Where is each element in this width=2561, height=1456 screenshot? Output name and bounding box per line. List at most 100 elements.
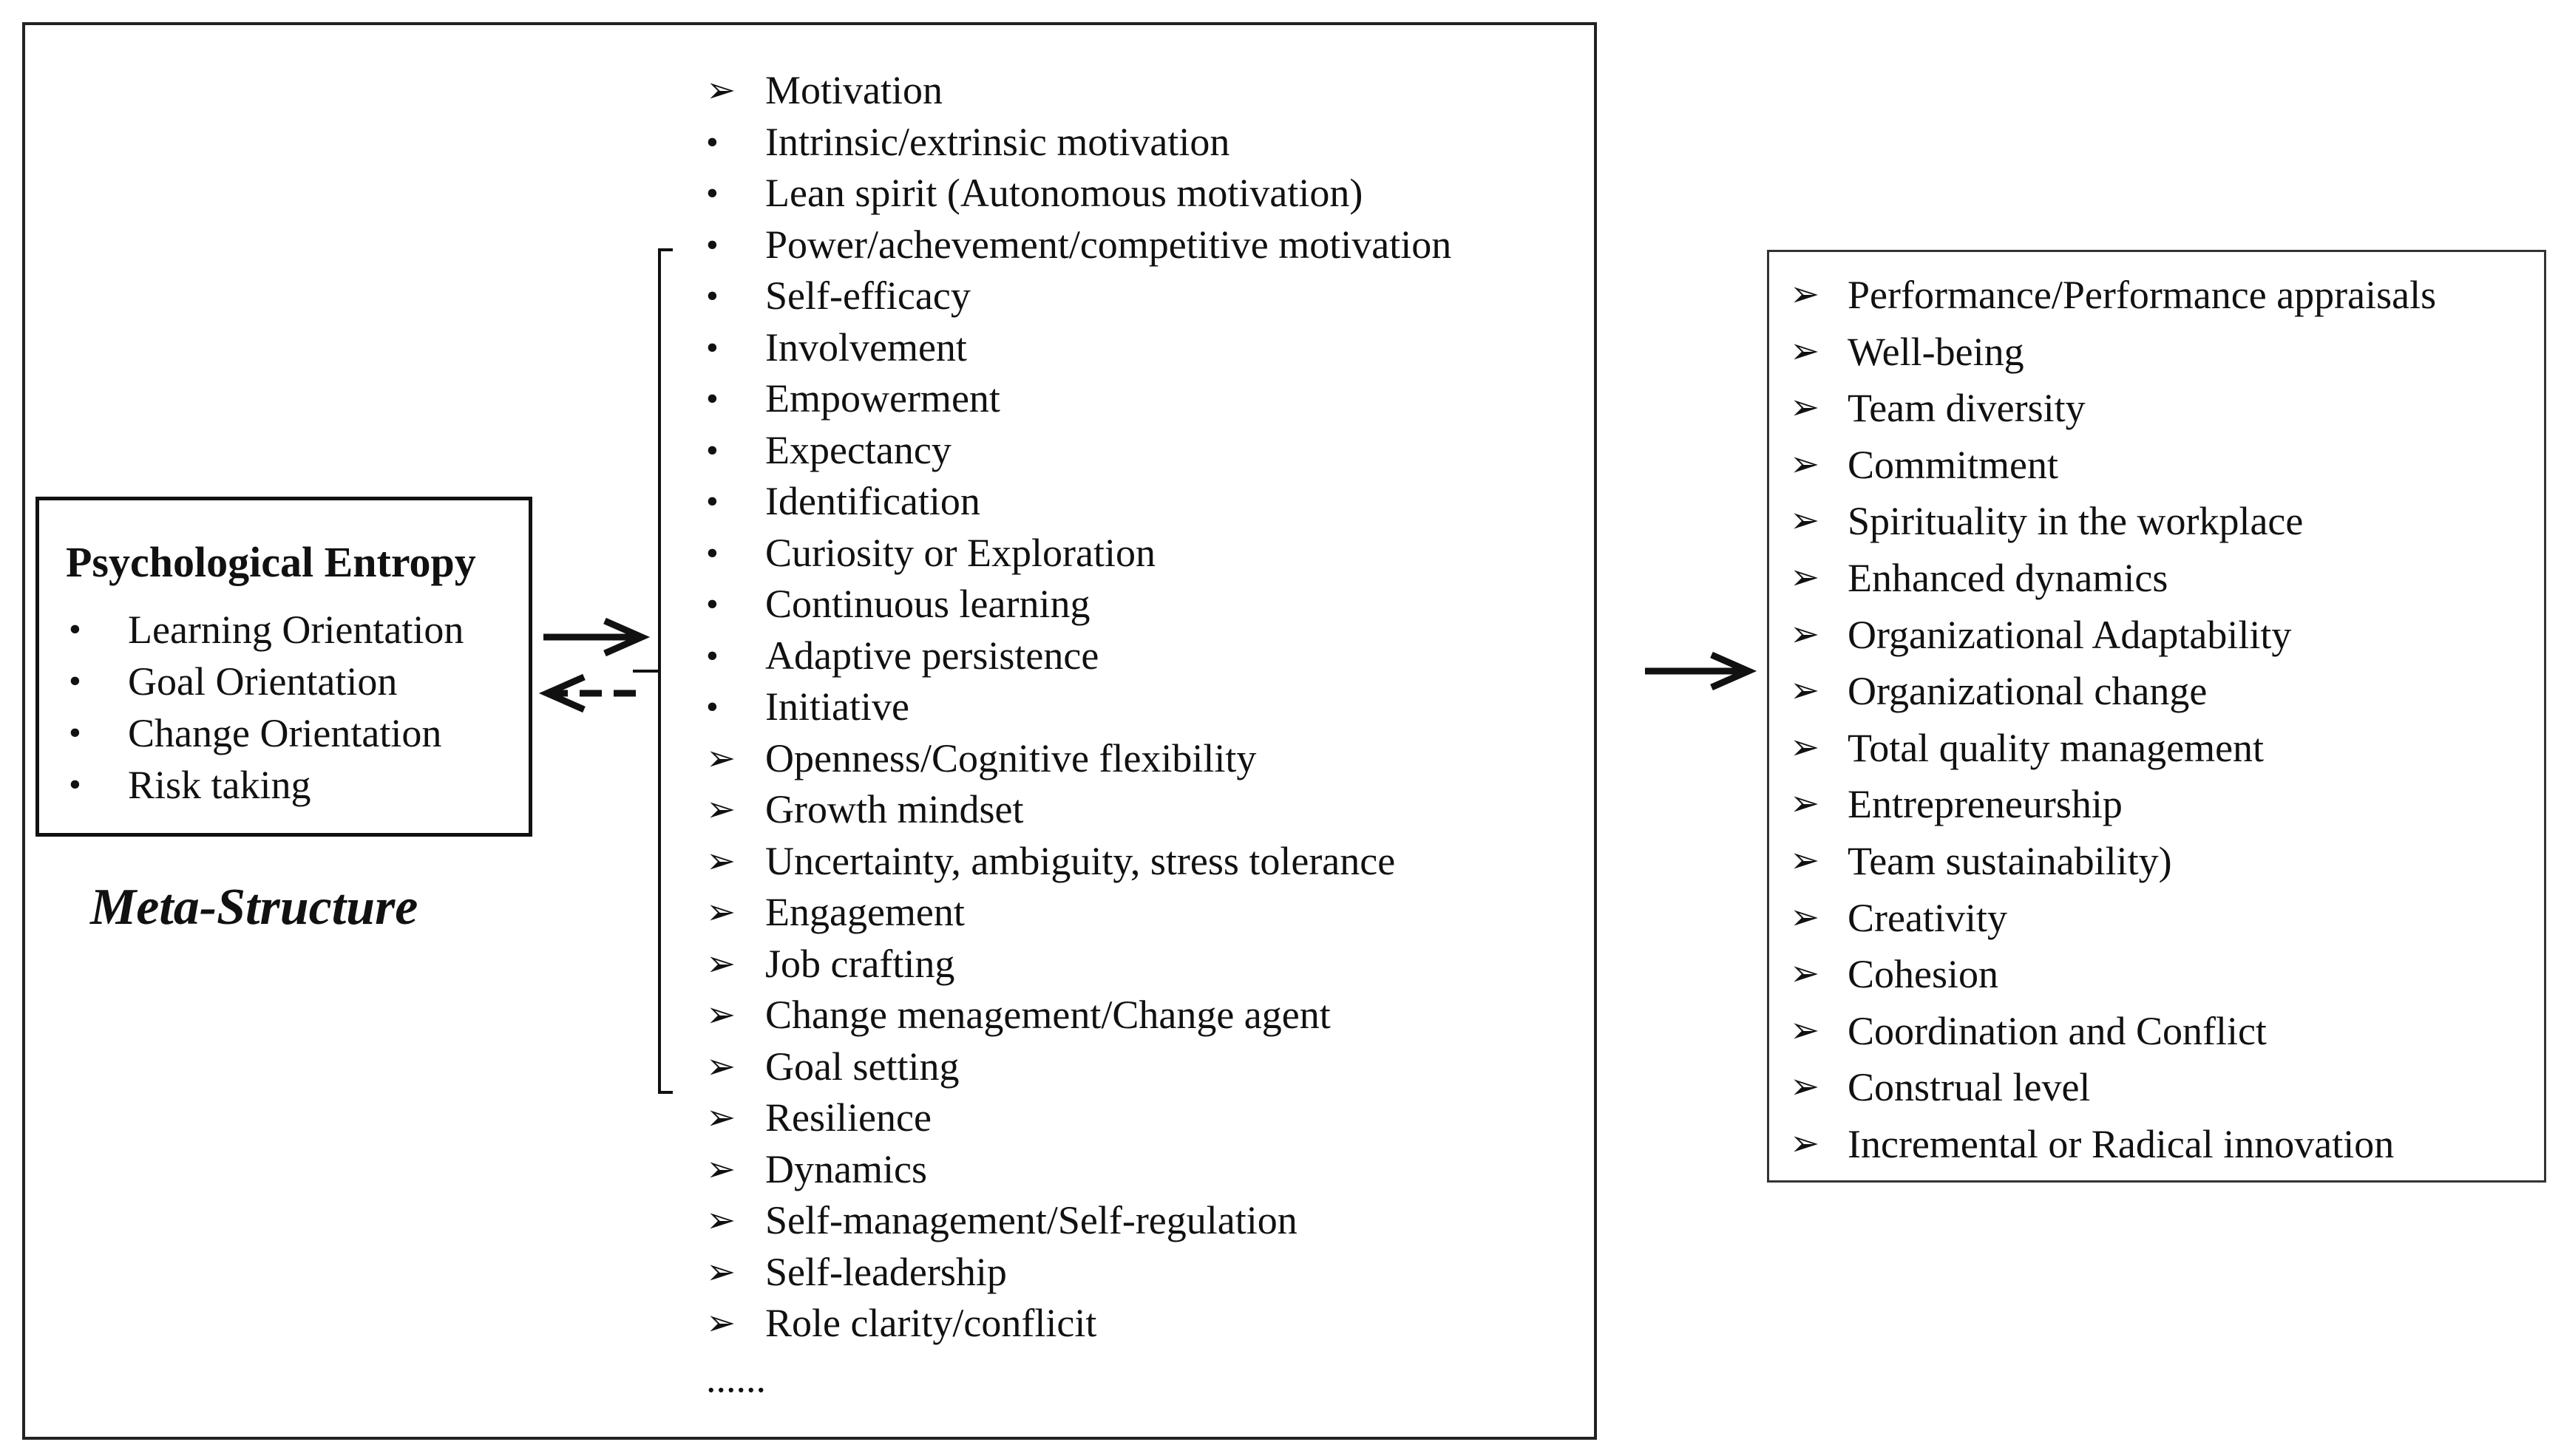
list-item: ➢Uncertainty, ambiguity, stress toleranc… xyxy=(706,836,1451,888)
arrow-bullet-icon: ➢ xyxy=(706,1047,736,1086)
arrow-bullet-icon: ➢ xyxy=(1790,897,1820,937)
list-item: ➢Cohesion xyxy=(1790,946,2436,1003)
list-item: •Expectancy xyxy=(706,425,1451,477)
arrow-bullet-icon: ➢ xyxy=(1790,331,1820,371)
psychological-entropy-title: Psychological Entropy xyxy=(66,538,476,586)
arrow-bullet-icon: ➢ xyxy=(1790,954,1820,994)
arrow-bullet-icon: ➢ xyxy=(706,893,736,932)
list-item: ➢Team diversity xyxy=(1790,380,2436,437)
list-item: •Empowerment xyxy=(706,373,1451,425)
list-item: ➢Creativity xyxy=(1790,890,2436,947)
arrow-bullet-icon: ➢ xyxy=(706,1304,736,1343)
list-item: ➢Dynamics xyxy=(706,1144,1451,1196)
bullet-icon: • xyxy=(69,610,81,649)
list-item: •Power/achevement/competitive motivation xyxy=(706,220,1451,271)
arrow-bullet-icon: ➢ xyxy=(706,1252,736,1292)
bullet-icon: • xyxy=(69,765,81,804)
list-item: ➢Coordination and Conflict xyxy=(1790,1003,2436,1060)
list-item: ➢Goal setting xyxy=(706,1041,1451,1093)
list-item: ➢Engagement xyxy=(706,887,1451,939)
list-item: ➢Team sustainability) xyxy=(1790,833,2436,890)
list-item: •Involvement xyxy=(706,322,1451,374)
arrow-bullet-icon: ➢ xyxy=(1790,388,1820,428)
psychological-entropy-box: Psychological Entropy •Learning Orientat… xyxy=(35,497,532,837)
arrow-bullet-icon: ➢ xyxy=(706,1098,736,1137)
list-item: ➢Openness/Cognitive flexibility xyxy=(706,733,1451,785)
arrow-bullet-icon: ➢ xyxy=(1790,671,1820,711)
arrow-bullet-icon: ➢ xyxy=(1790,1010,1820,1050)
bullet-icon: • xyxy=(706,174,719,213)
list-item: •Identification xyxy=(706,476,1451,528)
list-item: ➢Spirituality in the workplace xyxy=(1790,493,2436,550)
list-item: ➢Construal level xyxy=(1790,1059,2436,1116)
bullet-icon: • xyxy=(706,687,719,727)
arrow-bullet-icon: ➢ xyxy=(1790,444,1820,484)
list-item: ➢Change menagement/Change agent xyxy=(706,990,1451,1041)
list-item: ➢Job crafting xyxy=(706,939,1451,990)
bullet-icon: • xyxy=(706,122,719,162)
list-item: ➢Role clarity/conflicit xyxy=(706,1298,1451,1350)
list-item: ➢Self-leadership xyxy=(706,1247,1451,1299)
arrow-bullet-icon: ➢ xyxy=(706,944,736,984)
arrow-bullet-icon: ➢ xyxy=(1790,501,1820,541)
arrow-bullet-icon: ➢ xyxy=(1790,275,1820,314)
arrow-bullet-icon: ➢ xyxy=(1790,784,1820,824)
outcomes-box: ➢Performance/Performance appraisals➢Well… xyxy=(1767,250,2546,1183)
list-item: •Intrinsic/extrinsic motivation xyxy=(706,117,1451,169)
bullet-icon: • xyxy=(706,379,719,418)
outcomes-list: ➢Performance/Performance appraisals➢Well… xyxy=(1790,267,2436,1173)
list-item: •Curiosity or Exploration xyxy=(706,528,1451,579)
list-item: ➢Entrepreneurship xyxy=(1790,776,2436,833)
bullet-icon: • xyxy=(706,276,719,316)
bullet-icon: • xyxy=(69,661,81,701)
outcome-arrow-icon xyxy=(1645,651,1757,691)
list-item: ➢Organizational change xyxy=(1790,663,2436,720)
list-item: •Goal Orientation xyxy=(69,656,464,707)
dashed-arrow-left-icon xyxy=(538,673,636,713)
list-item: ➢Organizational Adaptability xyxy=(1790,607,2436,664)
bullet-icon: • xyxy=(706,533,719,573)
list-item: ➢Motivation xyxy=(706,65,1451,117)
arrow-bullet-icon: ➢ xyxy=(706,790,736,829)
bullet-icon: • xyxy=(706,327,719,367)
list-item: •Adaptive persistence xyxy=(706,630,1451,682)
arrow-bullet-icon: ➢ xyxy=(1790,840,1820,880)
arrow-bullet-icon: ➢ xyxy=(706,738,736,778)
list-item: ➢Enhanced dynamics xyxy=(1790,550,2436,607)
list-item: •Change Orientation xyxy=(69,707,464,759)
list-item: ➢Well-being xyxy=(1790,324,2436,381)
list-item: •Learning Orientation xyxy=(69,604,464,656)
bullet-icon: • xyxy=(706,585,719,624)
bullet-icon: • xyxy=(706,636,719,676)
list-item: ➢Self-management/Self-regulation xyxy=(706,1195,1451,1247)
list-item: •Lean spirit (Autonomous motivation) xyxy=(706,168,1451,220)
bullet-icon: • xyxy=(706,430,719,470)
arrow-bullet-icon: ➢ xyxy=(706,71,736,110)
arrow-bullet-icon: ➢ xyxy=(1790,614,1820,654)
list-item: •Risk taking xyxy=(69,759,464,811)
outer-frame xyxy=(22,22,1597,1440)
list-item: •Self-efficacy xyxy=(706,271,1451,322)
ellipsis: ...... xyxy=(706,1356,766,1401)
list-item: ➢Resilience xyxy=(706,1092,1451,1144)
arrow-bullet-icon: ➢ xyxy=(706,996,736,1035)
bullet-icon: • xyxy=(69,713,81,752)
list-item: ➢Commitment xyxy=(1790,437,2436,494)
bullet-icon: • xyxy=(706,482,719,521)
bullet-icon: • xyxy=(706,225,719,265)
arrow-bullet-icon: ➢ xyxy=(706,841,736,881)
list-item: •Continuous learning xyxy=(706,579,1451,630)
meta-structure-label: Meta-Structure xyxy=(90,879,418,936)
arrow-bullet-icon: ➢ xyxy=(1790,727,1820,767)
solid-arrow-right-icon xyxy=(543,617,651,657)
list-item: •Initiative xyxy=(706,681,1451,733)
arrow-bullet-icon: ➢ xyxy=(1790,1123,1820,1163)
arrow-bullet-icon: ➢ xyxy=(1790,557,1820,597)
bracket xyxy=(658,248,673,1094)
list-item: ➢Growth mindset xyxy=(706,784,1451,836)
arrow-bullet-icon: ➢ xyxy=(706,1201,736,1240)
arrow-bullet-icon: ➢ xyxy=(706,1149,736,1189)
middle-list: ➢Motivation•Intrinsic/extrinsic motivati… xyxy=(706,65,1451,1350)
list-item: ➢Total quality management xyxy=(1790,720,2436,777)
